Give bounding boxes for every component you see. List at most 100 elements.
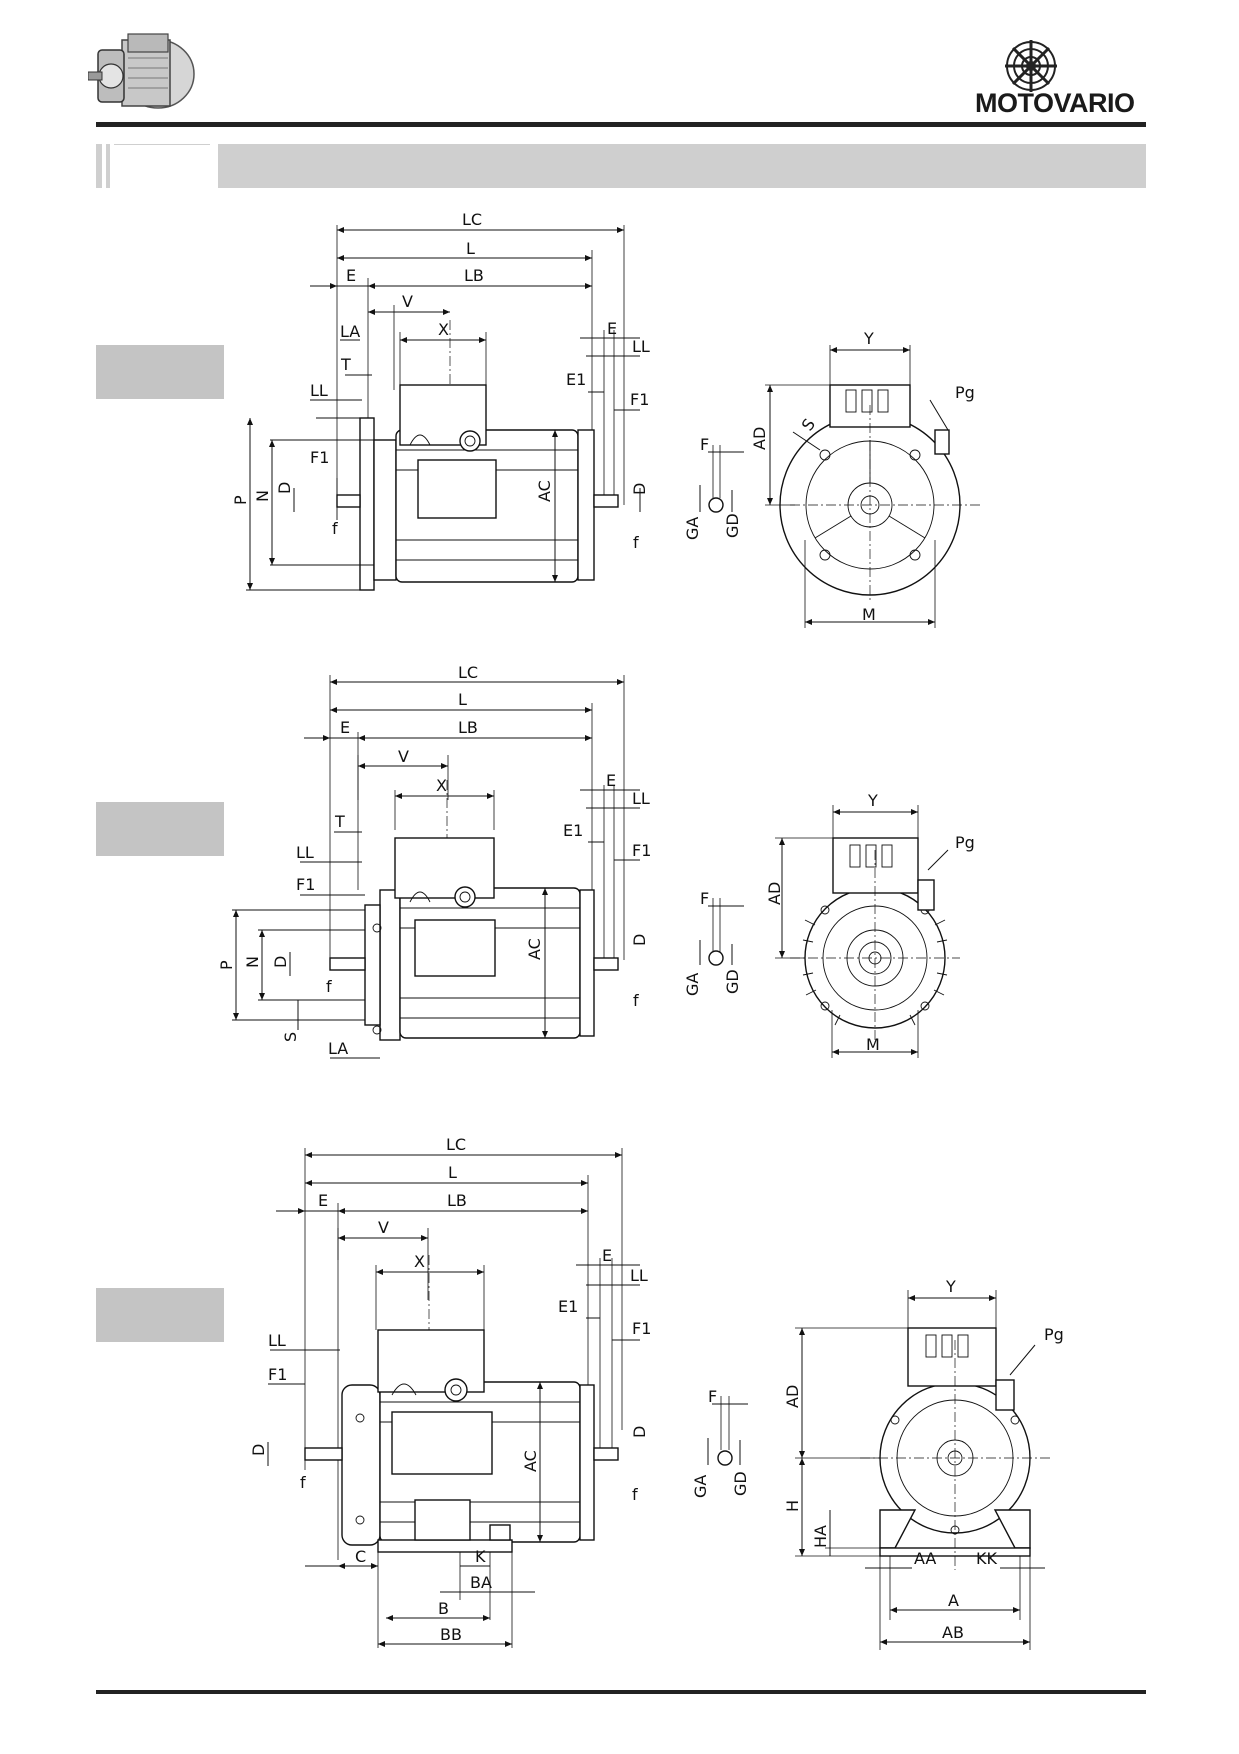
svg-text:K: K [475,1547,486,1566]
svg-text:B: B [438,1599,449,1618]
svg-text:AA: AA [914,1549,936,1568]
svg-text:A: A [948,1591,959,1610]
drawing-1-side-view: LC L E LB V X LA T LL F1 P N D f AC E LL… [231,210,650,591]
svg-text:AC: AC [525,938,544,960]
svg-text:E: E [340,718,350,737]
svg-text:E: E [346,266,356,285]
svg-text:E1: E1 [558,1297,578,1316]
svg-text:LB: LB [464,266,484,285]
svg-text:AD: AD [765,882,784,905]
svg-text:S: S [281,1032,300,1042]
svg-text:F: F [700,889,709,908]
drawing-2-front-view: Y Pg AD M F GA GD [683,791,975,1058]
svg-text:LL: LL [310,381,328,400]
svg-text:E1: E1 [563,821,583,840]
header-rule [96,122,1146,127]
svg-text:V: V [378,1218,389,1237]
footer-rule [96,1690,1146,1694]
svg-text:N: N [243,956,262,968]
svg-text:T: T [340,355,351,374]
svg-text:f: f [633,533,639,552]
svg-text:f: f [633,991,639,1010]
svg-text:LA: LA [340,322,360,341]
svg-text:D: D [249,1444,268,1456]
svg-text:LL: LL [268,1331,286,1350]
svg-text:LA: LA [328,1039,348,1058]
svg-text:N: N [253,490,272,502]
svg-text:LC: LC [446,1135,466,1154]
svg-text:Y: Y [863,329,874,348]
svg-text:F1: F1 [268,1365,287,1384]
drawing-2-side-view: LC L E LB V X T LL F1 P N D f S LA AC E … [217,663,651,1059]
svg-text:Y: Y [945,1277,956,1296]
svg-text:V: V [398,747,409,766]
svg-text:H: H [783,1500,802,1512]
svg-text:M: M [866,1035,880,1054]
svg-text:GA: GA [683,517,702,540]
drawing-3-side-view: LC L E LB V X LL F1 D f AC C K BA B BB E… [249,1135,651,1648]
svg-text:S: S [798,415,819,434]
svg-text:E: E [602,1246,612,1265]
svg-text:X: X [436,776,447,795]
svg-text:D: D [271,956,290,968]
svg-text:D: D [630,934,649,946]
svg-text:f: f [300,1473,306,1492]
svg-text:LC: LC [458,663,478,682]
svg-text:f: f [326,977,332,996]
svg-text:E: E [606,771,616,790]
svg-text:L: L [448,1163,457,1182]
svg-text:Y: Y [867,791,878,810]
svg-text:M: M [862,605,876,624]
svg-text:C: C [355,1547,366,1566]
svg-text:GD: GD [731,1471,750,1496]
svg-text:LL: LL [632,789,650,808]
svg-text:E: E [318,1191,328,1210]
svg-text:L: L [458,690,467,709]
svg-text:KK: KK [976,1549,997,1568]
svg-text:LB: LB [447,1191,467,1210]
svg-text:Pg: Pg [955,833,975,852]
svg-text:HA: HA [811,1525,830,1548]
svg-text:P: P [231,495,250,505]
svg-text:D: D [630,1426,649,1438]
svg-text:AB: AB [942,1623,964,1642]
svg-text:X: X [414,1252,425,1271]
svg-text:BA: BA [470,1573,492,1592]
svg-text:AD: AD [783,1385,802,1408]
svg-text:L: L [466,239,475,258]
svg-text:P: P [217,960,236,970]
svg-text:D: D [275,482,294,494]
svg-text:LL: LL [630,1266,648,1285]
drawing-3-front-view: Y Pg AD H HA AA KK A AB F GA GD [691,1277,1064,1650]
svg-text:f: f [332,519,338,538]
drawing-tab-3 [96,1288,224,1342]
svg-text:AC: AC [521,1450,540,1472]
svg-text:Pg: Pg [1044,1325,1064,1344]
svg-text:T: T [334,812,345,831]
svg-text:Pg: Pg [955,383,975,402]
svg-text:E1: E1 [566,370,586,389]
svg-text:f: f [632,1485,638,1504]
svg-text:X: X [438,320,449,339]
svg-text:AD: AD [750,427,769,450]
svg-text:LC: LC [462,210,482,229]
svg-text:F1: F1 [632,1319,651,1338]
svg-text:LL: LL [296,843,314,862]
svg-text:LB: LB [458,718,478,737]
svg-text:F: F [700,435,709,454]
svg-text:F1: F1 [632,841,651,860]
drawing-1-front-view: Y Pg AD S M F GA GD [683,329,980,628]
svg-text:F: F [708,1387,717,1406]
svg-text:LL: LL [632,337,650,356]
svg-text:E: E [607,319,617,338]
drawing-tab-2 [96,802,224,856]
motovario-logo-emblem [1003,38,1059,94]
motovario-logo-text: MOTOVARIO [975,88,1135,118]
svg-text:GD: GD [723,513,742,538]
svg-text:D: D [630,483,649,495]
svg-text:V: V [402,292,413,311]
svg-text:GA: GA [683,973,702,996]
svg-text:F1: F1 [630,390,649,409]
svg-text:AC: AC [535,480,554,502]
